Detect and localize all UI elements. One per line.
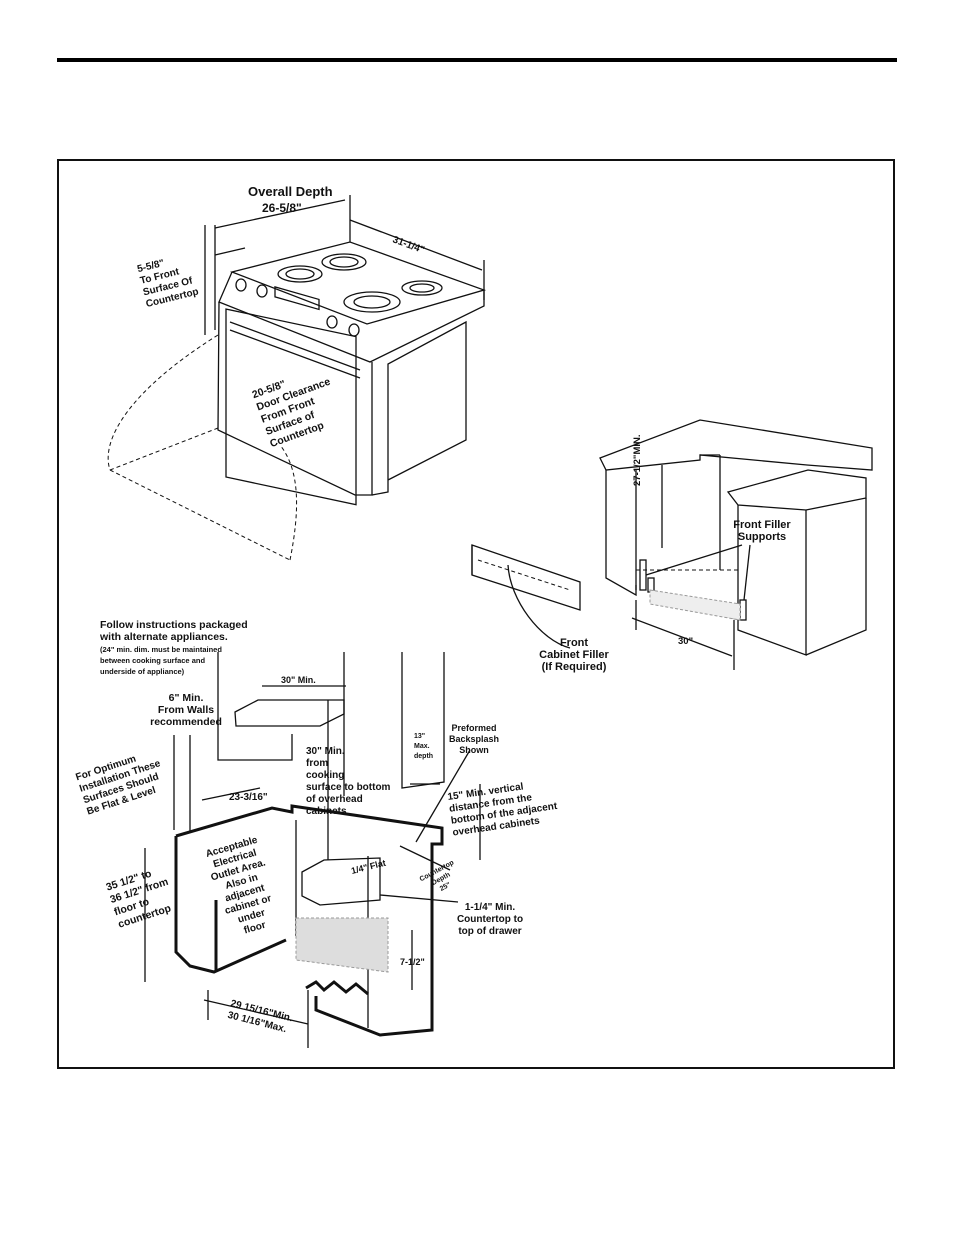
cabinet-illustration (599, 419, 873, 670)
cutout-width-label: 29 15/16"Min.30 1/16"Max. (226, 998, 294, 1036)
installation-illustration (144, 652, 481, 1048)
filler-panel (471, 544, 581, 649)
svg-text:29 15/16"Min.30 1/16"Max.: 29 15/16"Min.30 1/16"Max. (226, 998, 294, 1036)
optimum-installation-label: For OptimumInstallation TheseSurfaces Sh… (74, 747, 169, 818)
min-width-label: 30" Min. (281, 675, 316, 685)
cabinet-width-label: 30" (678, 636, 693, 647)
svg-text:20-5/8"Door ClearanceFrom Fron: 20-5/8"Door ClearanceFrom FrontSurface o… (251, 363, 346, 450)
svg-text:For OptimumInstallation TheseS: For OptimumInstallation TheseSurfaces Sh… (74, 747, 169, 818)
range-width-label: 31-1/4" (391, 234, 426, 256)
width-23-label: 23-3/16" (229, 792, 268, 803)
countertop-height-label: 35 1/2" to36 1/2" fromfloor tocountertop (105, 864, 178, 931)
max-depth-label: 13"Max.depth (414, 733, 433, 760)
control-knob-icons (235, 278, 360, 337)
overall-depth-label: Overall Depth (248, 184, 333, 199)
overall-depth-value: 26-5/8" (262, 201, 302, 215)
svg-text:35 1/2" to36 1/2" fromfloor to: 35 1/2" to36 1/2" fromfloor tocountertop (105, 864, 178, 931)
cabinet-min-height: 27-1/2"MIN. (632, 435, 643, 487)
top-rule (57, 58, 897, 62)
countertop-depth-label: CountertopDepth25" (419, 859, 464, 899)
range-illustration (107, 195, 487, 561)
vertical-distance-label: 15" Min. verticaldistance from thebottom… (447, 777, 560, 839)
figure-frame (57, 159, 895, 1069)
svg-text:5-5/8"To FrontSurface OfCounte: 5-5/8"To FrontSurface OfCountertop (136, 251, 200, 310)
front-surface-label: 5-5/8"To FrontSurface OfCountertop (136, 251, 200, 310)
drawer-height-label: 7-1/2" (400, 957, 425, 967)
door-clearance-label: 20-5/8"Door ClearanceFrom FrontSurface o… (251, 363, 346, 451)
svg-text:CountertopDepth25": CountertopDepth25" (419, 859, 464, 899)
svg-text:AcceptableElectricalOutlet Are: AcceptableElectricalOutlet Area.Also ina… (203, 834, 284, 941)
svg-text:15" Min. verticaldistance from: 15" Min. verticaldistance from thebottom… (447, 777, 560, 839)
outlet-area-label: AcceptableElectricalOutlet Area.Also ina… (203, 834, 284, 941)
burner-icons (277, 253, 443, 313)
